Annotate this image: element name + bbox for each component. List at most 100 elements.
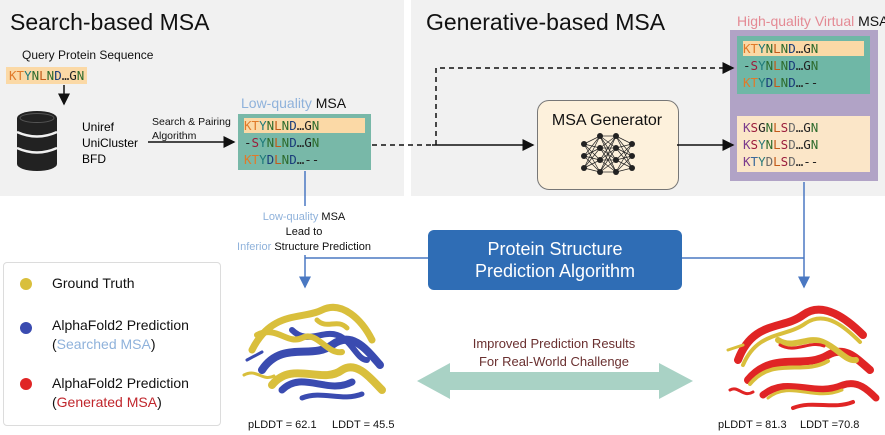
low-msa-residue: - <box>304 152 312 167</box>
high-msa-bottom-residue: S <box>780 154 789 169</box>
high-msa-bottom-residue: S <box>750 137 759 152</box>
high-msa-top-residue: N <box>780 41 789 56</box>
high-msa-bottom-row: KTYDLSD…-- <box>743 154 870 169</box>
low-msa-to-high-msa-dashed-arrow <box>435 62 735 145</box>
query-residue: T <box>16 68 25 83</box>
improved-text: Improved Prediction Results For Real-Wor… <box>440 335 668 371</box>
high-msa-top-residue: D <box>788 75 796 90</box>
high-msa-bottom-residue: - <box>810 154 819 169</box>
high-msa-title-suffix: MSA <box>858 13 885 29</box>
low-msa-residue: K <box>244 118 252 133</box>
low-msa-residue: T <box>251 152 260 167</box>
high-msa-bottom-residue: … <box>795 137 804 152</box>
low-msa-title: Low-quality MSA <box>241 95 346 111</box>
high-msa-top-residue: K <box>743 75 751 90</box>
query-residue: G <box>69 68 77 83</box>
high-msa-bottom-residue: N <box>765 120 774 135</box>
low-msa-residue: … <box>296 118 305 133</box>
high-msa-bottom-residue: G <box>803 137 811 152</box>
query-residue: N <box>76 68 85 83</box>
high-msa-top-residue: L <box>773 41 781 56</box>
lead-note-line1: Low-quality MSA <box>224 210 384 225</box>
search-panel-title: Search-based MSA <box>10 9 210 35</box>
high-msa-bottom-residue: … <box>795 154 804 169</box>
high-msa-bottom-residue: D <box>788 154 796 169</box>
msa-generator-label: MSA Generator <box>551 112 663 129</box>
low-msa-residue: N <box>266 118 275 133</box>
high-msa-top-residue: N <box>810 41 819 56</box>
low-msa-title-suffix: MSA <box>315 95 347 111</box>
search-algorithm-line2: Algorithm <box>152 130 197 142</box>
low-msa-residue: G <box>304 118 312 133</box>
high-msa-bottom-residue: K <box>743 137 751 152</box>
query-residue: D <box>54 68 62 83</box>
high-msa-top-residue: K <box>743 41 751 56</box>
high-msa-bottom-residue: … <box>795 120 804 135</box>
legend-sub-searched-close: ) <box>150 336 156 352</box>
improved-line1: Improved Prediction Results <box>472 336 636 351</box>
high-msa-top-residue: - <box>810 75 819 90</box>
high-msa-bottom-residue: S <box>780 137 789 152</box>
prediction-algorithm-line2: Prediction Algorithm <box>474 261 636 281</box>
generative-panel-title: Generative-based MSA <box>426 9 666 35</box>
lead-note: Low-quality MSA Lead to Inferior Structu… <box>224 210 384 255</box>
database-list: Uniref UniCluster BFD <box>82 119 138 167</box>
query-residue: Y <box>24 68 32 83</box>
legend-label-searched: AlphaFold2 Prediction <box>52 317 189 333</box>
high-msa-top-residue: - <box>803 75 811 90</box>
legend-sub-generated: (Generated MSA) <box>52 394 162 410</box>
database-icon <box>16 111 58 171</box>
query-residue: N <box>46 68 55 83</box>
search-algorithm-line1: Search & Pairing <box>152 116 231 128</box>
high-msa-title-prefix: High-quality Virtual <box>737 13 855 29</box>
protein-structure-generated <box>726 305 880 410</box>
lead-note-line3-prefix: Inferior <box>237 241 272 253</box>
high-msa-bottom-residue: L <box>773 154 781 169</box>
low-msa-residue: D <box>289 118 297 133</box>
low-msa-residue: - <box>244 135 252 150</box>
high-msa-top-residue: L <box>773 58 781 73</box>
high-msa-top-row: KTYNLND…GN <box>743 41 864 56</box>
right-lddt: LDDT =70.8 <box>800 419 860 431</box>
low-msa-residue: T <box>251 118 260 133</box>
improved-line2: For Real-World Challenge <box>478 354 630 369</box>
high-msa-bottom-residue: N <box>765 137 774 152</box>
legend-sub-searched-text: Searched MSA <box>56 336 151 352</box>
high-msa-top-residue: … <box>795 41 804 56</box>
lead-note-line1-suffix: MSA <box>321 211 346 223</box>
query-residue: K <box>9 68 17 83</box>
low-msa-title-prefix: Low-quality <box>241 95 312 111</box>
database-bfd: BFD <box>82 152 106 166</box>
prediction-algorithm-line1: Protein Structure <box>487 239 623 259</box>
high-msa-bottom-residue: D <box>788 137 796 152</box>
database-uniref: Uniref <box>82 120 115 134</box>
legend-sub-generated-text: Generated MSA <box>56 394 158 410</box>
high-msa-top-row: -SYNLND…GN <box>743 58 870 73</box>
high-msa-bottom-residue: T <box>750 154 759 169</box>
left-lddt: LDDT = 45.5 <box>332 419 395 431</box>
legend-sub-generated-close: ) <box>157 394 162 410</box>
low-msa-residue: N <box>281 152 290 167</box>
high-msa-bottom-residue: S <box>780 120 789 135</box>
high-msa-bottom-residue: Y <box>758 154 766 169</box>
low-msa-row: -SYNLND…GN <box>244 135 371 150</box>
low-msa-residue: … <box>296 152 305 167</box>
right-plddt: pLDDT = 81.3 <box>718 419 787 431</box>
high-msa-bottom-residue: K <box>743 154 751 169</box>
low-msa-row: KTYDLND…-- <box>244 152 371 167</box>
low-msa-residue: G <box>304 135 312 150</box>
search-algorithm-label: Search & Pairing Algorithm <box>152 115 231 143</box>
low-msa-residue: K <box>244 152 252 167</box>
high-msa-top-residue: N <box>765 41 774 56</box>
legend-sub-searched-open: ( <box>52 336 57 352</box>
high-msa-bottom-residue: - <box>803 154 811 169</box>
high-msa-top-residue: D <box>788 41 796 56</box>
query-label: Query Protein Sequence <box>22 48 154 62</box>
high-msa-top-residue: N <box>810 58 819 73</box>
high-msa-bottom-residue: G <box>803 120 811 135</box>
high-msa-top-residue: … <box>795 58 804 73</box>
low-msa-row: KTYNLND…GN <box>244 118 365 133</box>
low-msa-residue: … <box>296 135 305 150</box>
